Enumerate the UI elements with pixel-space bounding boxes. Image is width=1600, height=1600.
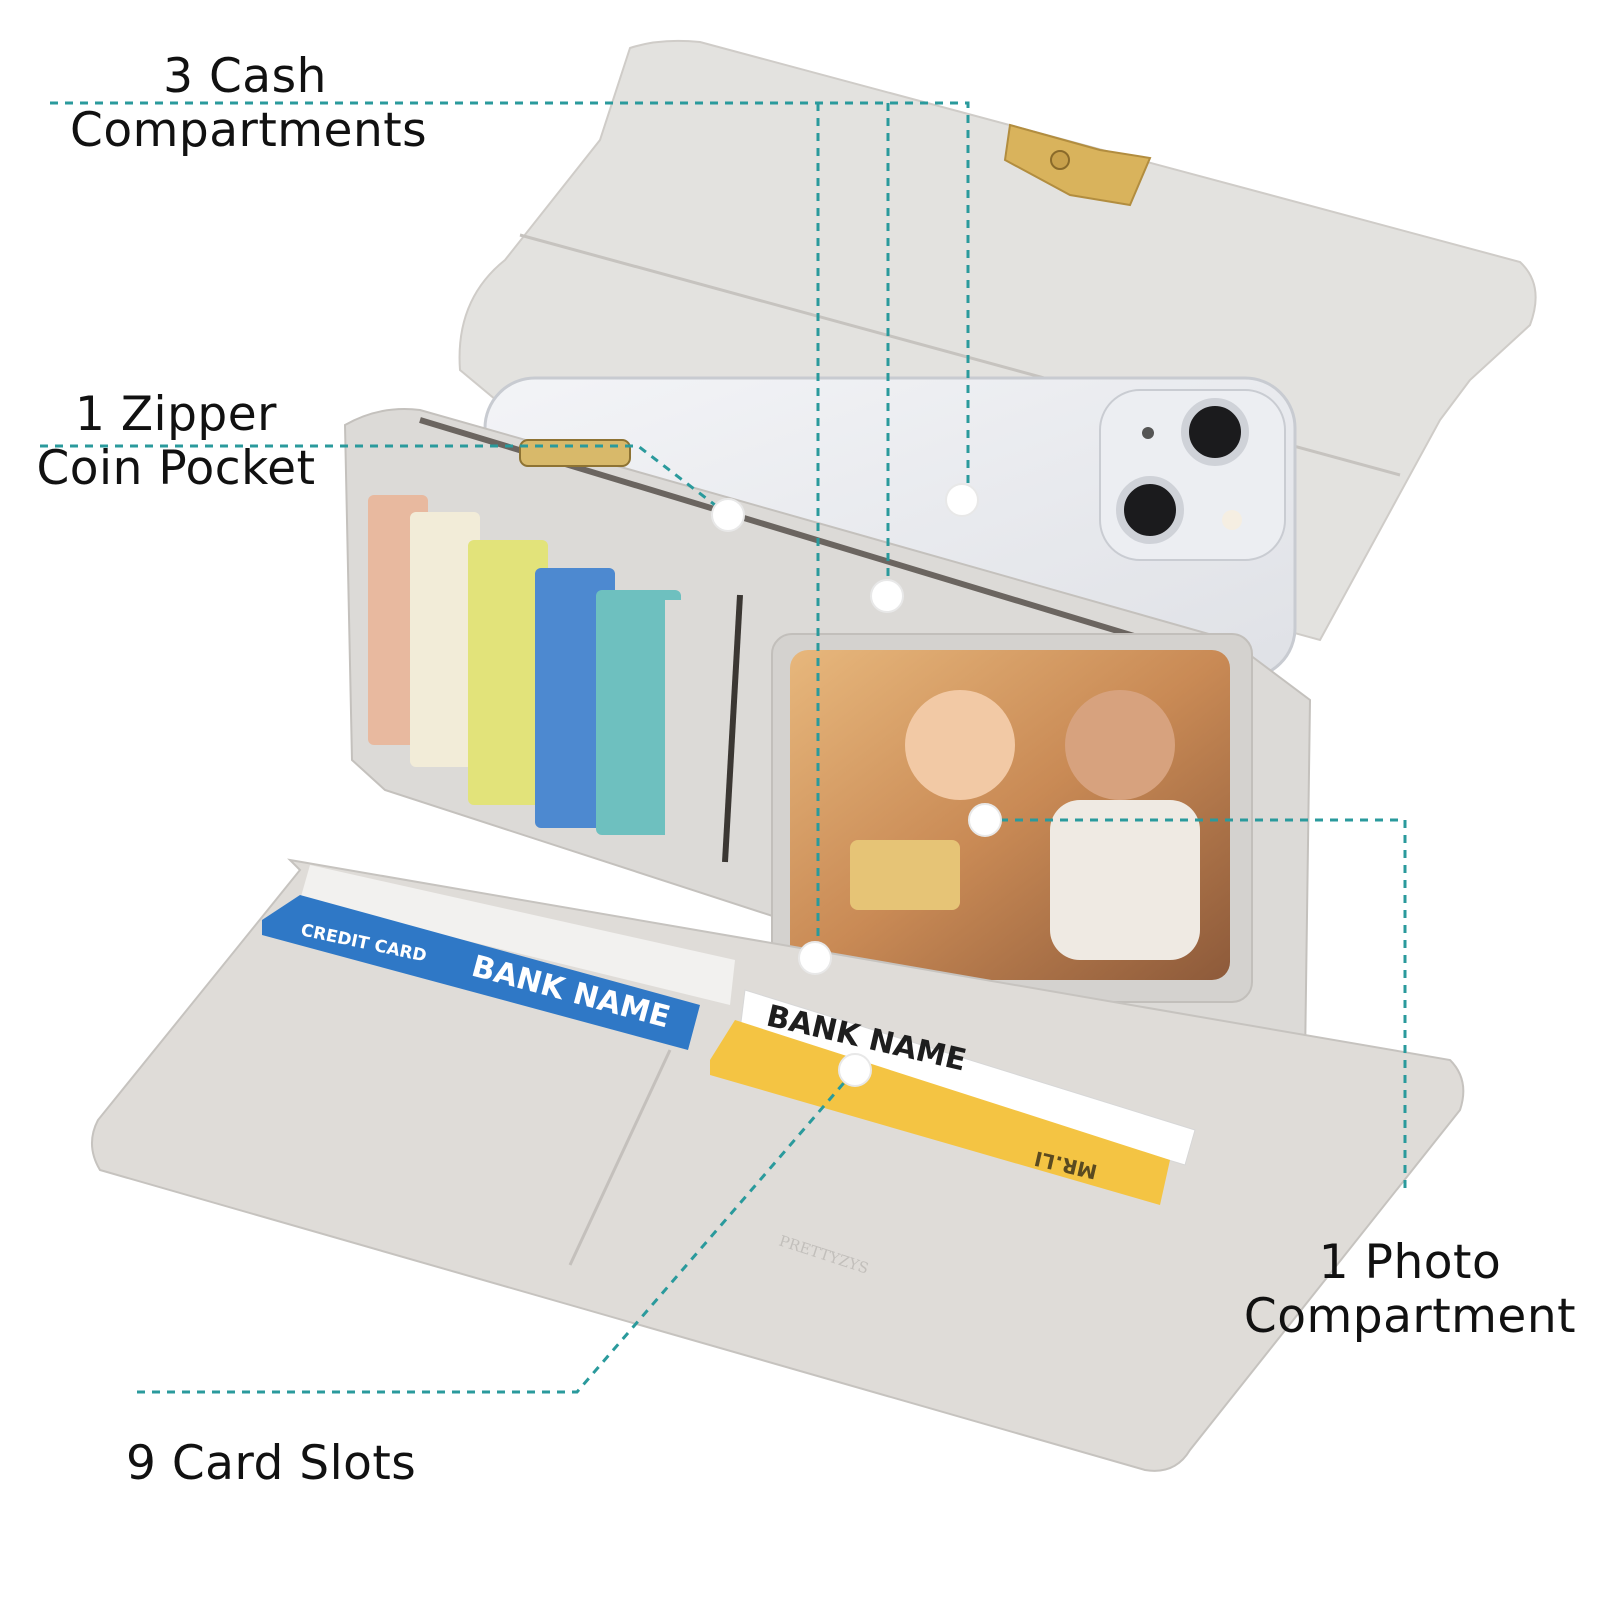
dot-cash-2 (870, 579, 904, 613)
dot-cash-3 (798, 941, 832, 975)
photo-window (771, 633, 1253, 1003)
front-divider-stitch (568, 1049, 672, 1266)
gold-clasp-icon (1003, 123, 1152, 207)
dot-cash-1 (945, 483, 979, 517)
zipper-line (40, 444, 729, 517)
dot-cards (838, 1053, 872, 1087)
callout-zipper-line2: Coin Pocket (36, 441, 316, 496)
callout-lines (40, 101, 1407, 1394)
callout-photo-compartment: 1 Photo Compartment (1240, 1236, 1580, 1344)
cash-line (50, 101, 970, 495)
dot-zipper (711, 498, 745, 532)
middle-card-slots (368, 495, 745, 863)
photo-line (985, 818, 1407, 1192)
wallet-front-panel (91, 858, 1465, 1472)
card-line (137, 1069, 857, 1394)
callout-card-slots: 9 Card Slots (126, 1436, 417, 1491)
callout-cash-line1: 3 Cash (163, 49, 327, 104)
callout-dots (711, 483, 1002, 1087)
zipper-pull-icon (519, 439, 631, 467)
callout-cash-line2: Compartments (70, 103, 428, 158)
callout-card-line1: 9 Card Slots (126, 1436, 417, 1491)
callout-photo-line2: Compartment (1243, 1289, 1577, 1344)
callout-cash-compartments: 3 Cash Compartments (70, 49, 428, 158)
callout-zipper-line1: 1 Zipper (74, 387, 277, 442)
callout-photo-line1: 1 Photo (1318, 1235, 1502, 1290)
dot-photo (968, 803, 1002, 837)
callout-zipper-coin-pocket: 1 Zipper Coin Pocket (36, 388, 316, 496)
